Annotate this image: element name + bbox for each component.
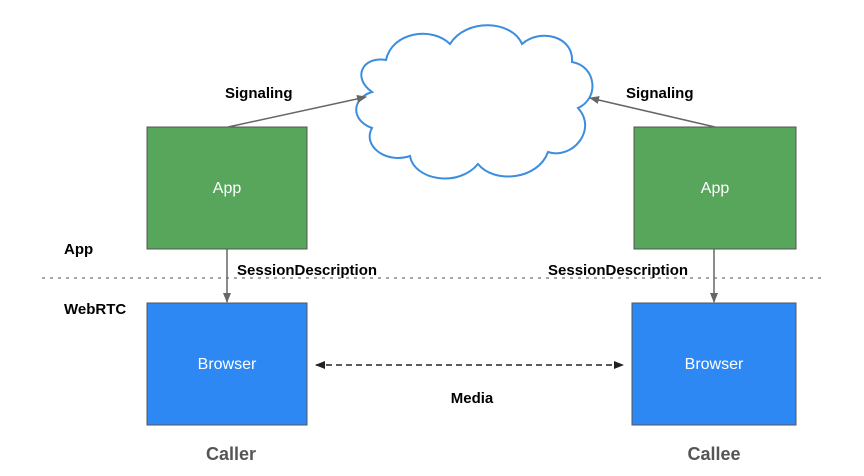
caller-app-box-label: App	[213, 180, 242, 197]
app-layer-label: App	[64, 241, 93, 258]
callee-browser-box	[631, 302, 797, 426]
caller-app-box	[146, 126, 308, 250]
caller-signaling-label: Signaling	[225, 85, 293, 102]
callee-session-label: SessionDescription	[548, 262, 688, 279]
callee-role-label: Callee	[687, 444, 740, 464]
callee-signaling-label: Signaling	[626, 85, 694, 102]
cloud-icon	[355, 24, 594, 180]
caller-role-label: Caller	[206, 444, 256, 464]
caller-session-label: SessionDescription	[237, 262, 377, 279]
callee-signaling-arrow	[589, 96, 716, 128]
caller-browser-box	[146, 302, 308, 426]
caller-browser-box-label: Browser	[198, 356, 257, 373]
webrtc-layer-label: WebRTC	[64, 301, 126, 318]
callee-app-box	[633, 126, 797, 250]
callee-browser-box-label: Browser	[685, 356, 744, 373]
callee-app-box-label: App	[701, 180, 730, 197]
caller-signaling-arrow	[227, 95, 367, 128]
media-label: Media	[451, 390, 494, 407]
